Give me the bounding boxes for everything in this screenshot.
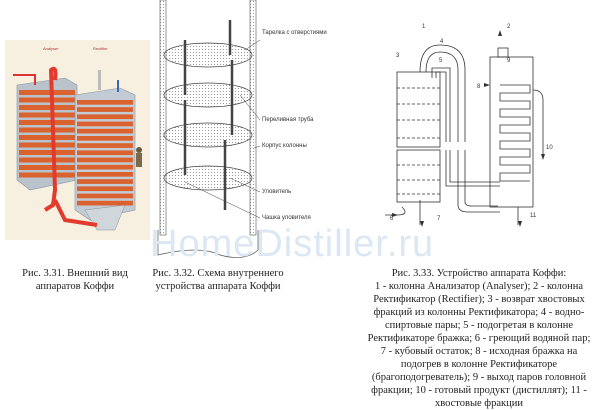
copper-plate — [19, 150, 75, 155]
number-11: 11 — [530, 213, 537, 219]
copper-plate — [77, 128, 133, 134]
copper-plate — [77, 157, 133, 163]
caption-figure-3-33-title: Рис. 3.33. Устройство аппарата Коффи: — [391, 268, 567, 279]
number-1: 1 — [422, 24, 426, 30]
coffey-still-drawing: Analyser Rectifier — [13, 46, 142, 231]
copper-plate — [19, 120, 75, 125]
number-3: 3 — [396, 53, 400, 59]
copper-plate — [19, 135, 75, 140]
number-4: 4 — [440, 39, 444, 45]
caption-figure-3-33-legend: 1 - колонна Анализатор (Analyser); 2 - к… — [367, 281, 591, 409]
caption-figure-3-32: Рис. 3.32. Схема внутреннего устройства … — [152, 268, 284, 292]
label-plate-with-holes: Тарелка с отверстиями — [262, 30, 327, 36]
copper-plate — [77, 136, 133, 141]
number-7: 7 — [437, 216, 441, 222]
copper-plate — [19, 157, 75, 163]
rectifier-label: Rectifier — [93, 46, 108, 51]
figure-column-schema: Тарелка с отверстиями Переливная труба К… — [150, 0, 330, 265]
copper-plate — [19, 112, 75, 118]
copper-plate — [19, 172, 75, 178]
label-catcher: Уловитель — [262, 189, 292, 195]
number-10: 10 — [546, 145, 553, 151]
caption-figure-3-33: Рис. 3.33. Устройство аппарата Коффи: 1 … — [365, 267, 593, 410]
copper-plate — [77, 172, 133, 177]
figure-coffey-still-illustration: Analyser Rectifier — [5, 40, 150, 240]
copper-plate — [77, 164, 133, 170]
watermark: HomeDistiller.ru — [150, 223, 435, 265]
copper-plate — [77, 200, 133, 206]
copper-plate — [19, 90, 75, 95]
number-6: 6 — [390, 216, 394, 222]
label-column-body: Корпус колонны — [262, 143, 307, 149]
number-2: 2 — [507, 24, 511, 30]
coffey-apparatus-schematic: 1 2 3 4 5 6 7 8 9 10 11 — [385, 24, 553, 227]
copper-plate — [77, 186, 133, 192]
column-cutaway-drawing — [157, 0, 261, 258]
figure-apparatus-diagram: 1 2 3 4 5 6 7 8 9 10 11 — [380, 20, 580, 240]
label-catcher-cup: Чашка уловителя — [262, 215, 311, 221]
copper-plate — [77, 114, 133, 120]
copper-plate — [19, 142, 75, 148]
number-9: 9 — [507, 58, 511, 64]
number-5: 5 — [439, 58, 443, 64]
copper-plate — [77, 150, 133, 156]
copper-plate — [19, 97, 75, 103]
copper-plate — [77, 179, 133, 184]
copper-plate — [77, 107, 133, 112]
copper-plate — [19, 127, 75, 133]
copper-plate — [77, 193, 133, 199]
caption-figure-3-31: Рис. 3.31. Внешний вид аппаратов Коффи — [22, 268, 128, 292]
copper-plate — [19, 105, 75, 110]
copper-plate — [77, 100, 133, 105]
label-overflow-pipe: Переливная труба — [262, 117, 314, 123]
analyser-label: Analyser — [43, 46, 59, 51]
copper-plate — [77, 121, 133, 127]
number-8: 8 — [477, 84, 481, 90]
copper-plate — [77, 143, 133, 148]
copper-plate — [19, 165, 75, 170]
